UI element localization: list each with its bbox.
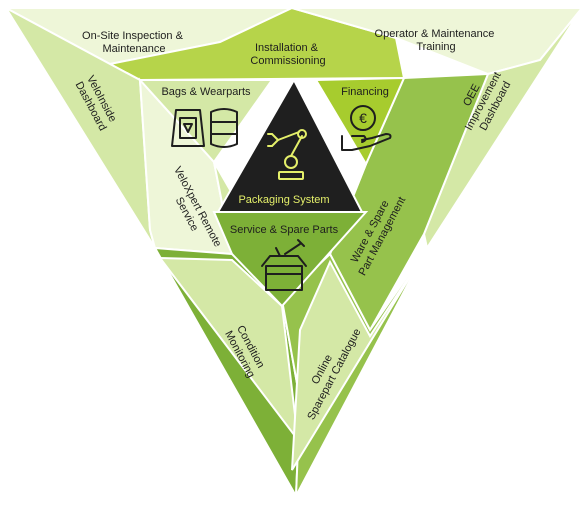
financing-label: Financing — [341, 86, 389, 98]
bags-label: Bags & Wearparts — [161, 86, 251, 98]
euro-symbol: € — [359, 110, 367, 126]
operator-label: Operator & Maintenance Training — [375, 28, 498, 53]
segment-packaging-system — [216, 77, 364, 213]
center-label: Packaging System — [238, 194, 329, 206]
toolbox-icon — [261, 239, 307, 291]
segment-online-catalogue — [291, 253, 425, 471]
installation-label: Installation & Commissioning — [250, 42, 325, 67]
euro-coin-hand-icon: € — [341, 105, 392, 151]
segment-bags-wearparts — [137, 79, 274, 164]
onsite-label: On-Site Inspection & Maintenance — [82, 30, 186, 55]
service-label: Service & Spare Parts — [230, 224, 339, 236]
bag-and-barrel-icon — [171, 108, 238, 148]
robot-arm-icon — [267, 129, 307, 180]
segment-financing — [314, 76, 406, 167]
